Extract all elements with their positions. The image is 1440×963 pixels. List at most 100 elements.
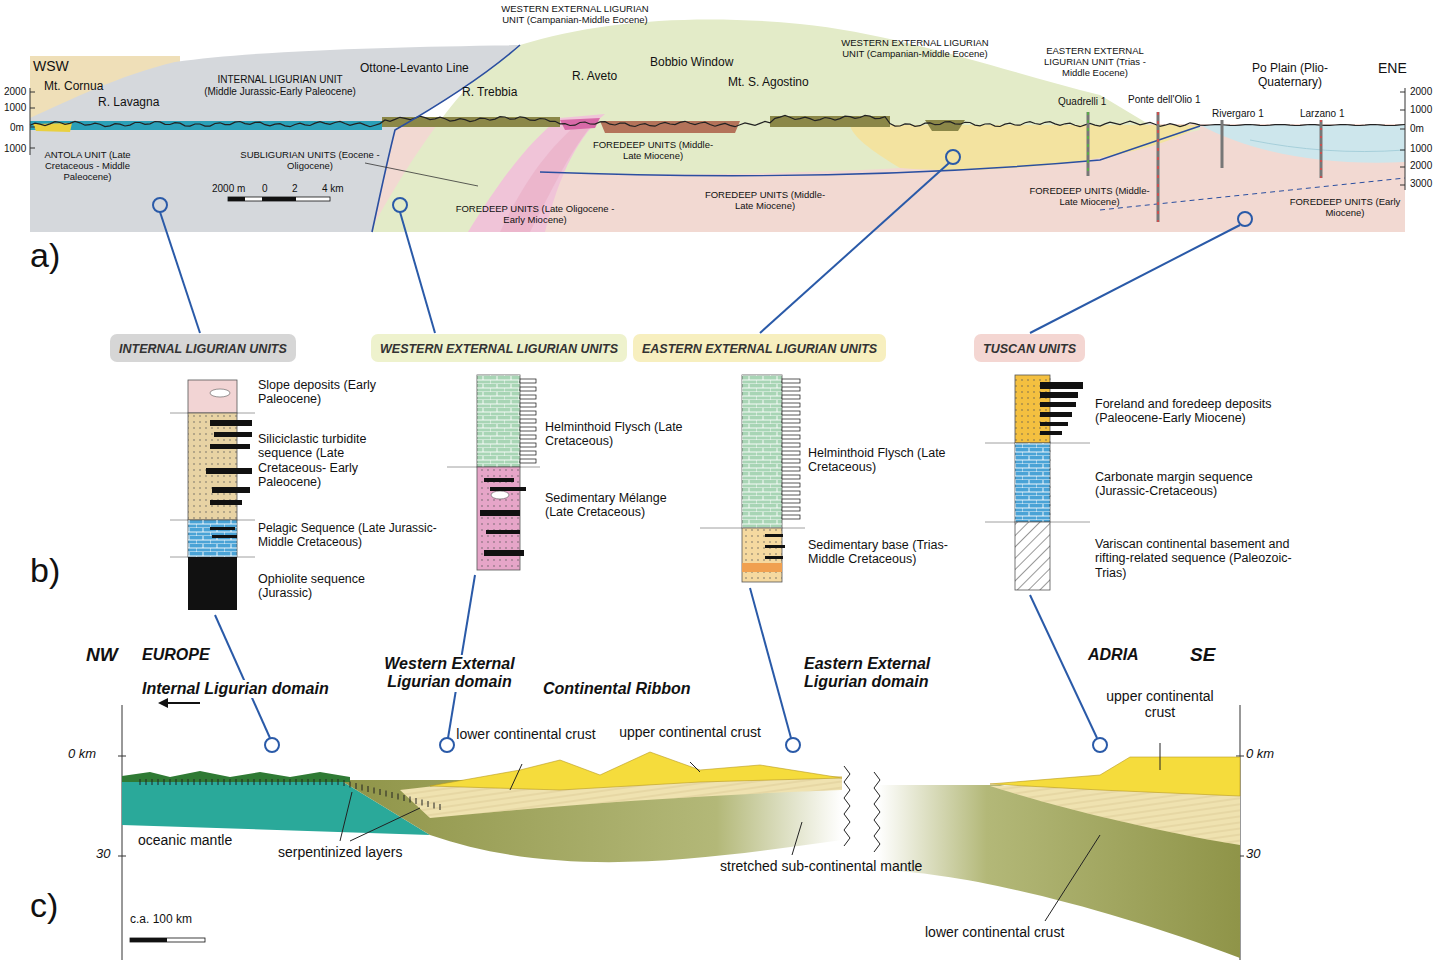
drawing-g (340, 743, 1160, 921)
drawing-ellipse (491, 491, 509, 499)
drawing-rect (765, 556, 783, 559)
drawing-rect (782, 379, 800, 383)
drawing-line (308, 779, 309, 785)
figure-label: serpentinized layers (278, 844, 403, 860)
figure-label: 2000 m (212, 183, 245, 195)
drawing-rect (742, 528, 782, 582)
drawing-path (540, 126, 1200, 176)
figure-label: stretched sub-continental mantle (720, 858, 922, 874)
drawing-rect (520, 395, 536, 399)
figure-label: 30 (1246, 847, 1260, 862)
drawing-line (194, 779, 195, 785)
drawing-path (990, 786, 1240, 845)
figure-label: 2000 (4, 86, 26, 98)
drawing-rect (782, 403, 800, 407)
drawing-rect (1050, 487, 1051, 488)
drawing-rect (484, 478, 514, 482)
drawing-rect (1040, 422, 1068, 426)
drawing-rect (782, 443, 800, 447)
figure-label: 1000 (4, 102, 26, 114)
drawing-line (260, 779, 261, 785)
drawing-rect (1040, 382, 1083, 389)
drawing-rect (1040, 402, 1076, 407)
drawing-rect (782, 491, 800, 495)
drawing-line (146, 779, 147, 785)
figure-label: Helminthoid Flysch (Late Cretaceous) (545, 420, 685, 449)
figure-label: Ponte dell'Olio 1 (1128, 94, 1201, 106)
figure-label: upper continental crust (1105, 688, 1215, 720)
drawing-rect (1040, 412, 1072, 417)
drawing-line (248, 779, 249, 785)
drawing-rect (782, 459, 800, 463)
drawing-rect (486, 530, 520, 534)
drawing-circle (153, 198, 167, 212)
drawing-line (434, 803, 435, 809)
drawing-rect (1015, 522, 1050, 590)
figure-label: Pelagic Sequence (Late Jurassic-Middle C… (258, 522, 470, 550)
drawing-line (164, 779, 165, 785)
drawing-rect (782, 435, 800, 439)
drawing-line (792, 822, 802, 855)
drawing-line (212, 779, 213, 785)
drawing-line (690, 762, 700, 772)
drawing-rect (477, 375, 520, 467)
drawing-line (30, 88, 31, 155)
drawing-path (874, 772, 880, 852)
drawing-path (430, 752, 842, 790)
unit-header-box: EASTERN EXTERNAL LIGURIAN UNITS (633, 334, 886, 362)
drawing-rect (742, 375, 782, 528)
drawing-rect (782, 515, 800, 519)
figure-label: Ottone-Levanto Line (360, 62, 469, 76)
header-text: TUSCAN UNITS (983, 342, 1076, 356)
leader-lines (153, 150, 1252, 752)
drawing-line (392, 792, 393, 798)
drawing-line (510, 764, 522, 790)
drawing-g (140, 779, 440, 810)
drawing-path (365, 163, 478, 186)
drawing-line (380, 789, 381, 795)
drawing-line (296, 779, 297, 785)
drawing-line (1087, 112, 1089, 176)
figure-label: Siliciclastic turbidite sequence (Late C… (258, 432, 373, 490)
drawing-rect (1050, 496, 1051, 497)
drawing-line (416, 798, 417, 804)
figure-label: FOREDEEP UNITS (Early Miocene) (1285, 197, 1405, 219)
figure-label: 2000 (1410, 86, 1432, 98)
drawing-rect (262, 197, 296, 201)
drawing-rect (1050, 406, 1051, 407)
figure-label: oceanic mantle (138, 832, 232, 848)
drawing-circle (265, 738, 279, 752)
drawing-line (1405, 88, 1406, 190)
drawing-rect (1015, 443, 1050, 522)
figure-label: EUROPE (142, 646, 210, 664)
drawing-rect (1050, 415, 1051, 416)
drawing-line (188, 779, 189, 785)
drawing-path (30, 115, 1405, 126)
drawing-line (326, 779, 327, 785)
header-text: INTERNAL LIGURIAN UNITS (119, 342, 287, 356)
drawing-rect (782, 507, 800, 511)
drawing-rect (1050, 442, 1051, 443)
drawing-rect (1050, 514, 1051, 515)
drawing-line (750, 588, 791, 738)
drawing-path (1200, 125, 1405, 163)
figure-label: upper continental crust (616, 724, 764, 740)
drawing-rect (520, 443, 536, 447)
drawing-line (340, 792, 352, 841)
drawing-line (152, 779, 153, 785)
drawing-rect (188, 557, 237, 610)
figure-label: Po Plain (Plio-Quaternary) (1225, 62, 1355, 90)
drawing-circle (1238, 212, 1252, 226)
drawing-rect (228, 197, 330, 201)
figure-label: EASTERN EXTERNAL LIGURIAN UNIT (Trias - … (1030, 46, 1160, 79)
figure-label: 0 km (1246, 747, 1274, 762)
unit-header-box: WESTERN EXTERNAL LIGURIAN UNITS (371, 334, 627, 362)
drawing-rect (520, 387, 536, 391)
figure-label: 4 km (322, 183, 344, 195)
figure-label: c) (30, 886, 58, 925)
drawing-line (242, 779, 243, 785)
drawing-rect (782, 419, 800, 423)
figure-label: Mt. Cornua (44, 80, 103, 94)
header-text: WESTERN EXTERNAL LIGURIAN UNITS (380, 342, 618, 356)
